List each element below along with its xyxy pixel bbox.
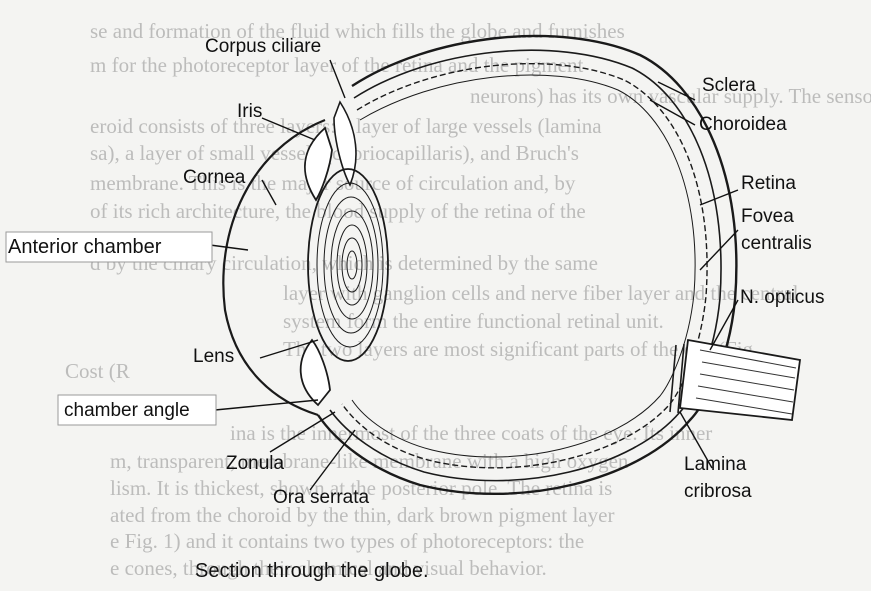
label-fovea-line2: centralis	[741, 233, 812, 254]
label-zonula: Zonula	[226, 453, 285, 474]
label-anterior-chamber: Anterior chamber	[8, 236, 162, 258]
label-n-opticus: N. opticus	[740, 287, 824, 308]
label-corpus-ciliare: Corpus ciliare	[205, 36, 321, 57]
bg-text-line: sa), a layer of small vessels (choriocap…	[90, 141, 579, 165]
label-lamina-line2: cribrosa	[684, 481, 752, 502]
label-choroidea: Choroidea	[699, 114, 787, 135]
label-lamina-line1: Lamina	[684, 454, 747, 475]
label-lens: Lens	[193, 346, 234, 367]
label-sclera: Sclera	[702, 75, 756, 96]
bg-text-line: se and formation of the fluid which fill…	[90, 19, 625, 43]
optic-nerve-shape	[680, 340, 800, 420]
figure-caption: Section through the globe.	[195, 560, 429, 582]
bg-text-line: m for the photoreceptor layer of the ret…	[90, 53, 583, 77]
bg-text-line: ina is the innermost of the three coats …	[230, 421, 712, 445]
bg-text-line: system form the entire functional retina…	[283, 309, 664, 333]
label-ora-serrata: Ora serrata	[273, 487, 370, 508]
label-iris: Iris	[237, 101, 262, 122]
optic-nerve	[670, 340, 800, 420]
label-cornea: Cornea	[183, 167, 246, 188]
label-retina: Retina	[741, 173, 796, 194]
bg-text-line: e Fig. 1) and it contains two types of p…	[110, 529, 584, 553]
leader-line	[210, 245, 248, 250]
bg-text-line: of its rich architecture, the blood supp…	[90, 199, 586, 223]
label-fovea-line1: Fovea	[741, 206, 794, 227]
bg-text-line: Cost (R	[65, 359, 130, 383]
label-chamber-angle: chamber angle	[64, 400, 190, 421]
